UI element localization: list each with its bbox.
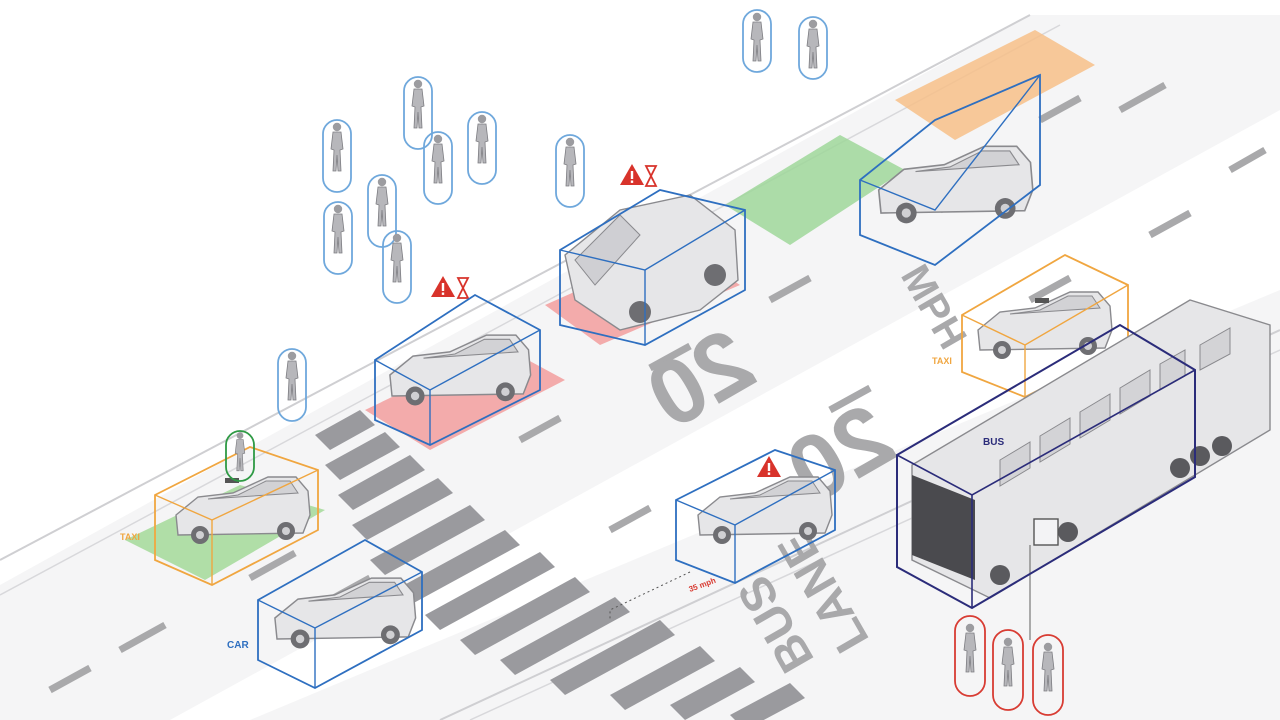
pedestrian — [403, 76, 433, 150]
bus: BUS — [896, 299, 1271, 640]
bus-label: BUS — [983, 437, 1004, 448]
pedestrian — [798, 16, 828, 80]
pedestrian — [322, 119, 352, 193]
warning-icon — [757, 456, 781, 477]
car-label: CAR — [227, 640, 249, 651]
car — [374, 293, 541, 446]
pedestrian — [1032, 634, 1064, 716]
pedestrian — [555, 134, 585, 208]
pedestrian — [423, 131, 453, 205]
hourglass-icon — [644, 165, 658, 187]
warning-icon — [431, 276, 455, 297]
pedestrian — [225, 430, 255, 482]
pedestrian — [367, 174, 397, 248]
pedestrian — [954, 615, 986, 697]
van — [559, 189, 746, 346]
pedestrian-group — [277, 9, 828, 422]
lane-dashes — [48, 81, 1267, 694]
taxi-label-left: TAXI — [120, 532, 140, 542]
crosswalk — [315, 410, 805, 720]
taxi-label-right: TAXI — [932, 356, 952, 366]
hourglass-icon — [456, 277, 470, 299]
green-zone-top — [725, 135, 905, 245]
orange-zone — [895, 30, 1095, 140]
pedestrian — [277, 348, 307, 422]
pedestrian — [382, 230, 412, 304]
warning-icon — [620, 164, 644, 185]
pedestrian — [323, 201, 353, 275]
taxi: TAXI — [120, 430, 319, 586]
pedestrian — [742, 9, 772, 73]
pedestrian — [467, 111, 497, 185]
pedestrian-group-alert — [954, 615, 1064, 716]
pedestrian — [992, 629, 1024, 711]
car — [859, 73, 1041, 267]
car: CAR — [227, 538, 423, 690]
